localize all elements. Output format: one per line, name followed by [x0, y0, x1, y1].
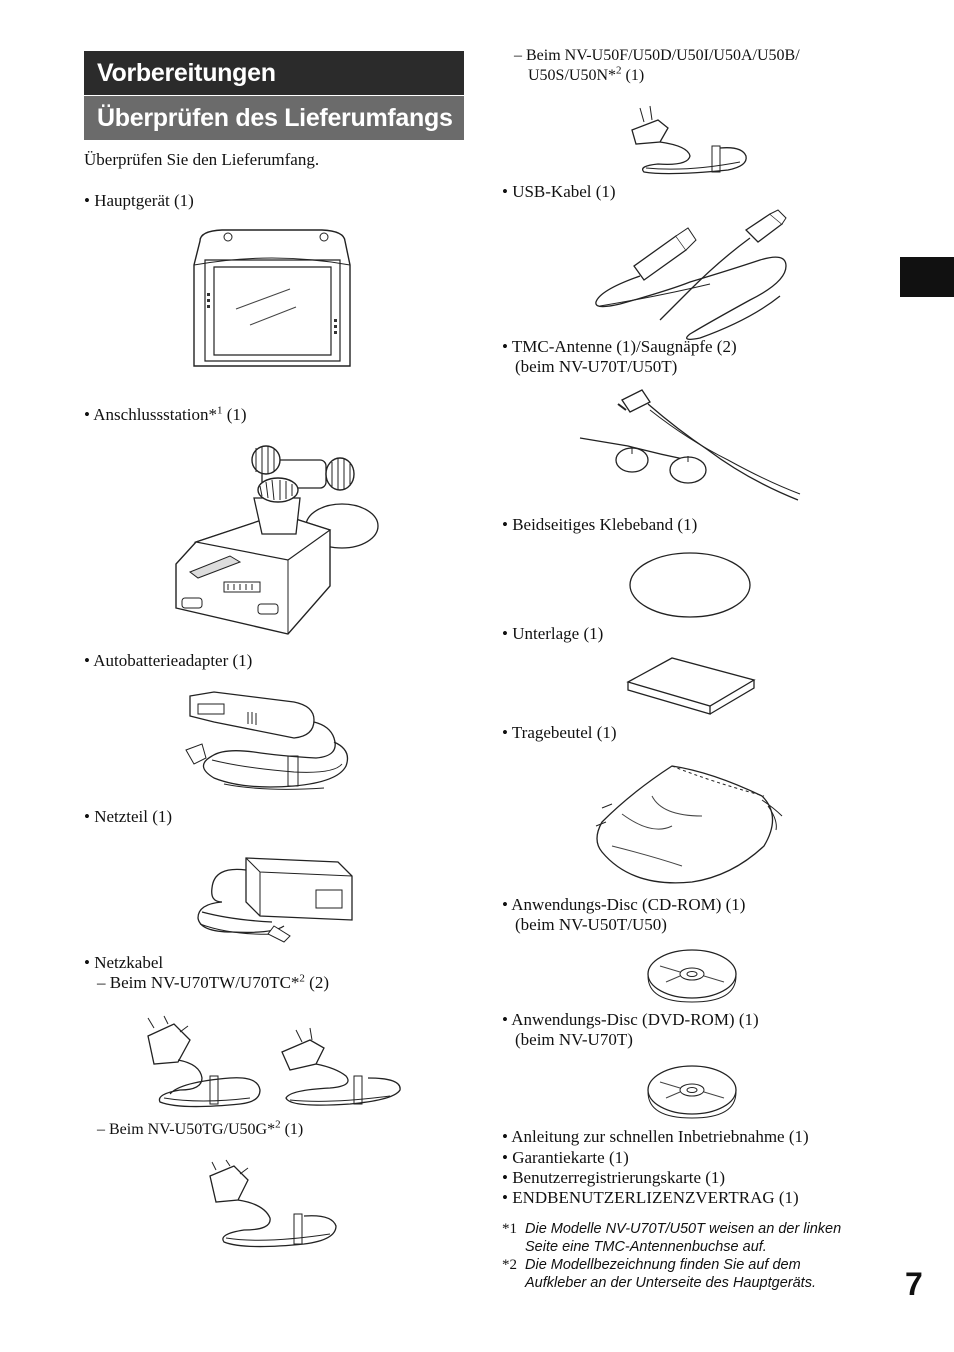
- tmc-antenna-icon: [578, 390, 804, 508]
- section-tab-marker: [900, 257, 954, 297]
- footnote-mark: *1: [502, 1221, 517, 1237]
- item-tmc-antenne-line1: • TMC-Antenne (1)/Saugnäpfe (2): [502, 337, 737, 356]
- footnote-1-line1: Die Modelle NV-U70T/U50T weisen an der l…: [525, 1221, 842, 1237]
- power-cord-icon: [140, 1014, 404, 1110]
- item-netzkabel: • Netzkabel: [84, 953, 164, 972]
- footnote-mark: *2: [502, 1257, 517, 1273]
- item-tragebeutel: • Tragebeutel (1): [502, 723, 617, 742]
- item-unterlage: • Unterlage (1): [502, 624, 604, 643]
- item-dvd-line1: • Anwendungs-Disc (DVD-ROM) (1): [502, 1010, 759, 1029]
- item-klebeband: • Beidseitiges Klebeband (1): [502, 515, 698, 534]
- power-cord-icon: [628, 100, 750, 176]
- ac-adapter-icon: [192, 840, 356, 944]
- footnote-1: *1: [502, 1220, 517, 1238]
- item-cd-line2: (beim NV-U50T/U50): [515, 915, 667, 934]
- power-cord-icon: [204, 1160, 340, 1248]
- carrying-pouch-icon: [592, 756, 790, 888]
- intro-text: Überprüfen Sie den Lieferumfang.: [84, 150, 320, 169]
- item-anschlussstation: • Anschlussstation*1 (1): [84, 404, 247, 424]
- list-item: • Benutzerregistrierungskarte (1): [502, 1168, 726, 1187]
- netzkabel-tg: – Beim NV-U50TG/U50G*2 (1): [97, 1118, 304, 1138]
- item-tmc-antenne-line2: (beim NV-U70T/U50T): [515, 357, 678, 376]
- page-number: 7: [905, 1266, 923, 1302]
- footnote-1-line2: Seite eine TMC-Antennenbuchse auf.: [525, 1239, 767, 1255]
- section-title: Vorbereitungen: [84, 51, 464, 95]
- beim-u50-line2: U50S/U50N*2 (1): [528, 64, 645, 84]
- adhesive-tape-icon: [628, 550, 754, 620]
- item-autobatterieadapter: • Autobatterieadapter (1): [84, 651, 253, 670]
- item-usb-kabel: • USB-Kabel (1): [502, 182, 616, 201]
- disc-icon: [646, 1064, 738, 1120]
- list-item: • Anleitung zur schnellen Inbetriebnahme…: [502, 1127, 809, 1146]
- footnote-2: *2: [502, 1256, 517, 1274]
- list-item: • ENDBENUTZERLIZENZVERTRAG (1): [502, 1188, 799, 1207]
- item-netzteil: • Netzteil (1): [84, 807, 173, 826]
- item-cd-line1: • Anwendungs-Disc (CD-ROM) (1): [502, 895, 746, 914]
- item-hauptgeraet: • Hauptgerät (1): [84, 191, 194, 210]
- beim-u50-line1: – Beim NV-U50F/U50D/U50I/U50A/U50B/: [514, 47, 800, 64]
- footnote-2-line1: Die Modellbezeichnung finden Sie auf dem: [525, 1257, 801, 1273]
- list-item: • Garantiekarte (1): [502, 1148, 629, 1167]
- netzkabel-tw: – Beim NV-U70TW/U70TC*2 (2): [97, 972, 329, 992]
- footnote-2-line2: Aufkleber an der Unterseite des Hauptger…: [525, 1275, 816, 1291]
- car-adapter-icon: [184, 686, 360, 798]
- page-title: Überprüfen des Lieferumfangs: [84, 96, 464, 140]
- disc-icon: [646, 948, 738, 1004]
- item-dvd-line2: (beim NV-U70T): [515, 1030, 633, 1049]
- navigation-device-icon: [192, 227, 352, 369]
- usb-cable-icon: [590, 210, 796, 344]
- cradle-icon: [170, 438, 380, 640]
- pad-icon: [626, 656, 758, 718]
